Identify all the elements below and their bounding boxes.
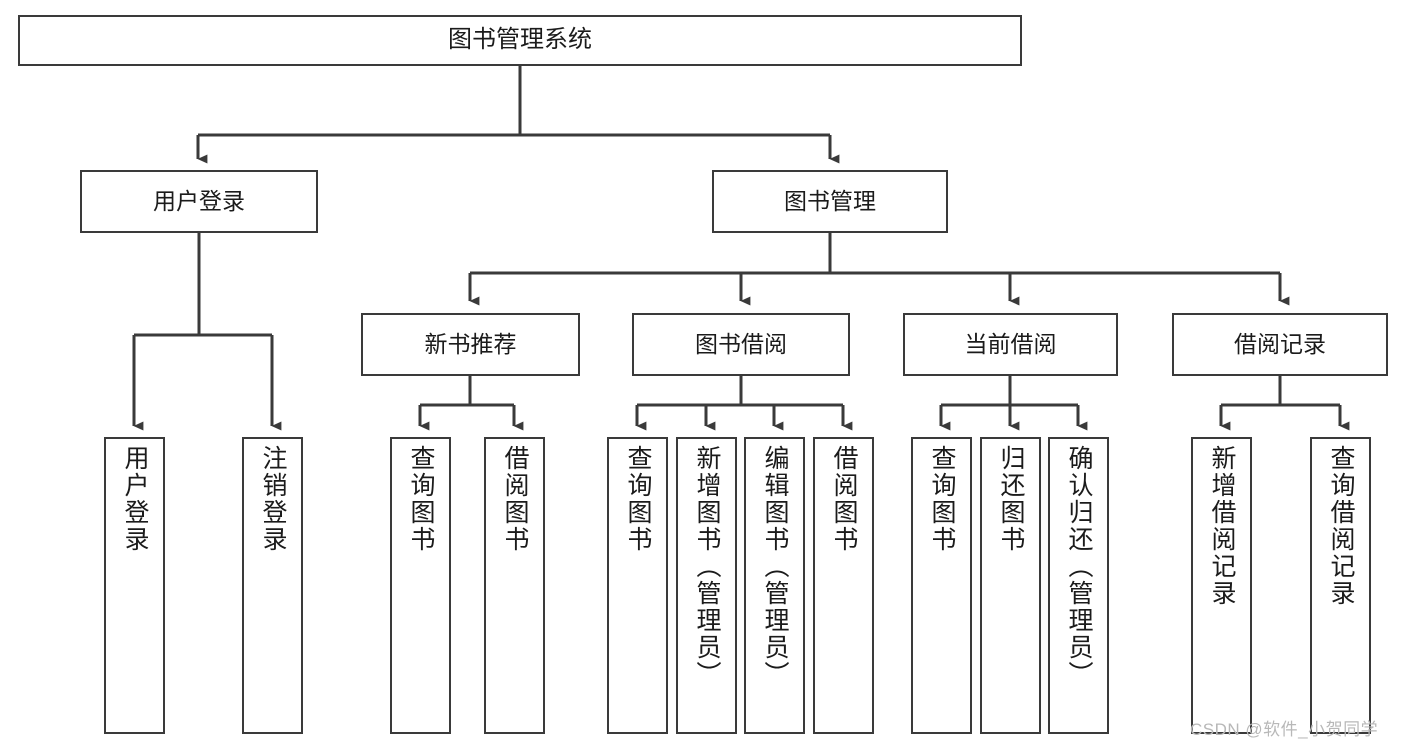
leaf-cb-query-book[interactable]: 查询图书	[911, 437, 972, 734]
node-current-borrow[interactable]: 当前借阅	[903, 313, 1118, 376]
leaf-user-login[interactable]: 用户登录	[104, 437, 165, 734]
leaf-br-add-record[interactable]: 新增借阅记录	[1191, 437, 1252, 734]
leaf-nbr-query-book[interactable]: 查询图书	[390, 437, 451, 734]
leaf-bb-edit-book-label: 编辑图书（管理员）	[761, 445, 789, 688]
leaf-br-query-record[interactable]: 查询借阅记录	[1310, 437, 1371, 734]
leaf-cb-return-book-label: 归还图书	[997, 445, 1025, 553]
node-current-borrow-label: 当前借阅	[964, 330, 1057, 357]
leaf-user-login-label: 用户登录	[121, 445, 149, 553]
node-book-borrow-label: 图书借阅	[695, 330, 787, 357]
node-borrow-record-label: 借阅记录	[1234, 330, 1326, 357]
leaf-cb-query-book-label: 查询图书	[928, 445, 956, 553]
node-user-login[interactable]: 用户登录	[80, 170, 318, 233]
leaf-bb-add-book-label: 新增图书（管理员）	[693, 445, 721, 688]
leaf-cb-confirm-return-label: 确认归还（管理员）	[1065, 445, 1093, 688]
leaf-bb-borrow-book[interactable]: 借阅图书	[813, 437, 874, 734]
node-root[interactable]: 图书管理系统	[18, 15, 1022, 66]
node-new-book-recommend-label: 新书推荐	[424, 330, 517, 357]
leaf-bb-query-book-label: 查询图书	[624, 445, 652, 553]
node-book-borrow[interactable]: 图书借阅	[632, 313, 850, 376]
node-book-manage-label: 图书管理	[784, 187, 876, 214]
node-book-manage[interactable]: 图书管理	[712, 170, 948, 233]
leaf-logout[interactable]: 注销登录	[242, 437, 303, 734]
leaf-bb-edit-book[interactable]: 编辑图书（管理员）	[744, 437, 805, 734]
node-root-label: 图书管理系统	[448, 26, 592, 54]
leaf-cb-confirm-return[interactable]: 确认归还（管理员）	[1048, 437, 1109, 734]
leaf-nbr-borrow-book-label: 借阅图书	[501, 445, 529, 553]
leaf-bb-query-book[interactable]: 查询图书	[607, 437, 668, 734]
leaf-br-add-record-label: 新增借阅记录	[1208, 445, 1236, 607]
node-borrow-record[interactable]: 借阅记录	[1172, 313, 1388, 376]
leaf-cb-return-book[interactable]: 归还图书	[980, 437, 1041, 734]
node-new-book-recommend[interactable]: 新书推荐	[361, 313, 580, 376]
leaf-nbr-query-book-label: 查询图书	[407, 445, 435, 553]
leaf-bb-add-book[interactable]: 新增图书（管理员）	[676, 437, 737, 734]
leaf-nbr-borrow-book[interactable]: 借阅图书	[484, 437, 545, 734]
node-user-login-label: 用户登录	[153, 187, 245, 214]
leaf-logout-label: 注销登录	[259, 445, 287, 553]
watermark: CSDN @软件_小贺同学	[1190, 720, 1379, 739]
leaf-bb-borrow-book-label: 借阅图书	[830, 445, 858, 553]
leaf-br-query-record-label: 查询借阅记录	[1327, 445, 1355, 607]
